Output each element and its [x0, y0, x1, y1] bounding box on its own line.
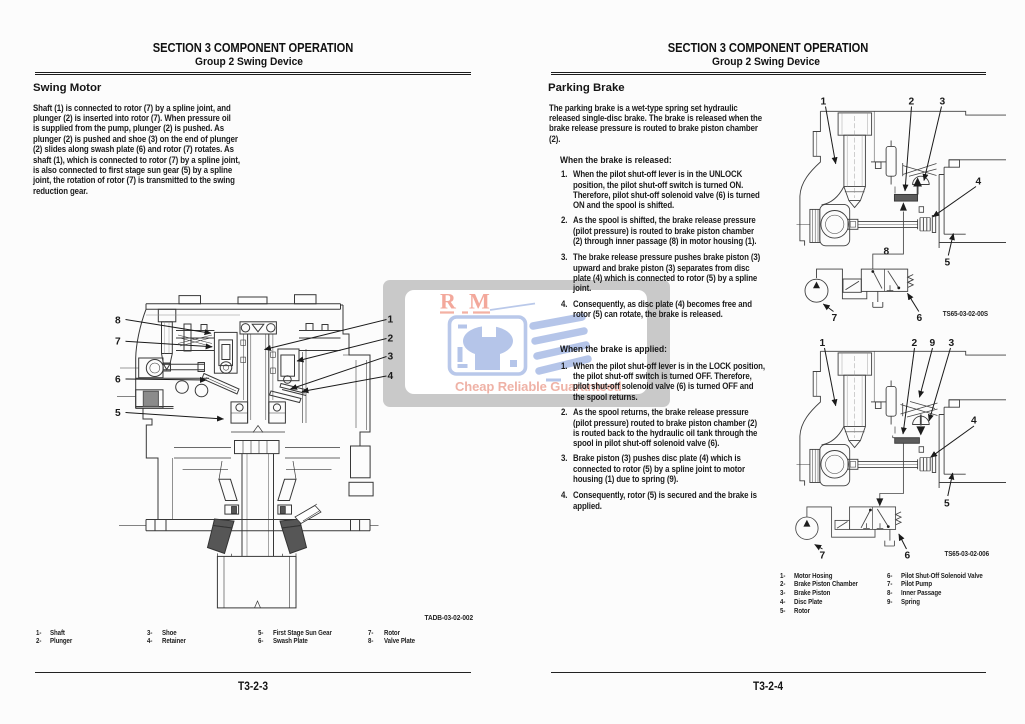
svg-text:8: 8: [884, 247, 890, 258]
svg-text:6: 6: [917, 313, 923, 324]
svg-text:1: 1: [388, 315, 394, 326]
svg-text:3: 3: [940, 97, 946, 108]
svg-text:4: 4: [971, 416, 977, 427]
svg-text:2: 2: [909, 97, 915, 108]
svg-text:R: R: [440, 288, 457, 313]
svg-text:7: 7: [820, 551, 826, 562]
svg-text:5: 5: [945, 258, 951, 269]
svg-text:5: 5: [115, 408, 121, 419]
svg-text:2: 2: [388, 334, 394, 345]
svg-text:3: 3: [949, 338, 955, 349]
svg-text:M: M: [469, 288, 490, 313]
svg-text:4: 4: [388, 371, 394, 382]
svg-text:1: 1: [820, 338, 826, 349]
svg-text:7: 7: [115, 336, 121, 347]
svg-text:1: 1: [821, 97, 827, 108]
svg-text:9: 9: [930, 338, 936, 349]
svg-text:2: 2: [912, 338, 918, 349]
svg-text:Cheap Reliable Guaranteed: Cheap Reliable Guaranteed: [455, 379, 622, 394]
svg-text:5: 5: [944, 499, 950, 510]
svg-text:6: 6: [905, 551, 911, 562]
svg-text:7: 7: [832, 313, 838, 324]
svg-text:4: 4: [976, 177, 982, 188]
svg-text:8: 8: [115, 315, 121, 326]
svg-text:6: 6: [115, 374, 121, 385]
svg-text:3: 3: [388, 352, 394, 363]
